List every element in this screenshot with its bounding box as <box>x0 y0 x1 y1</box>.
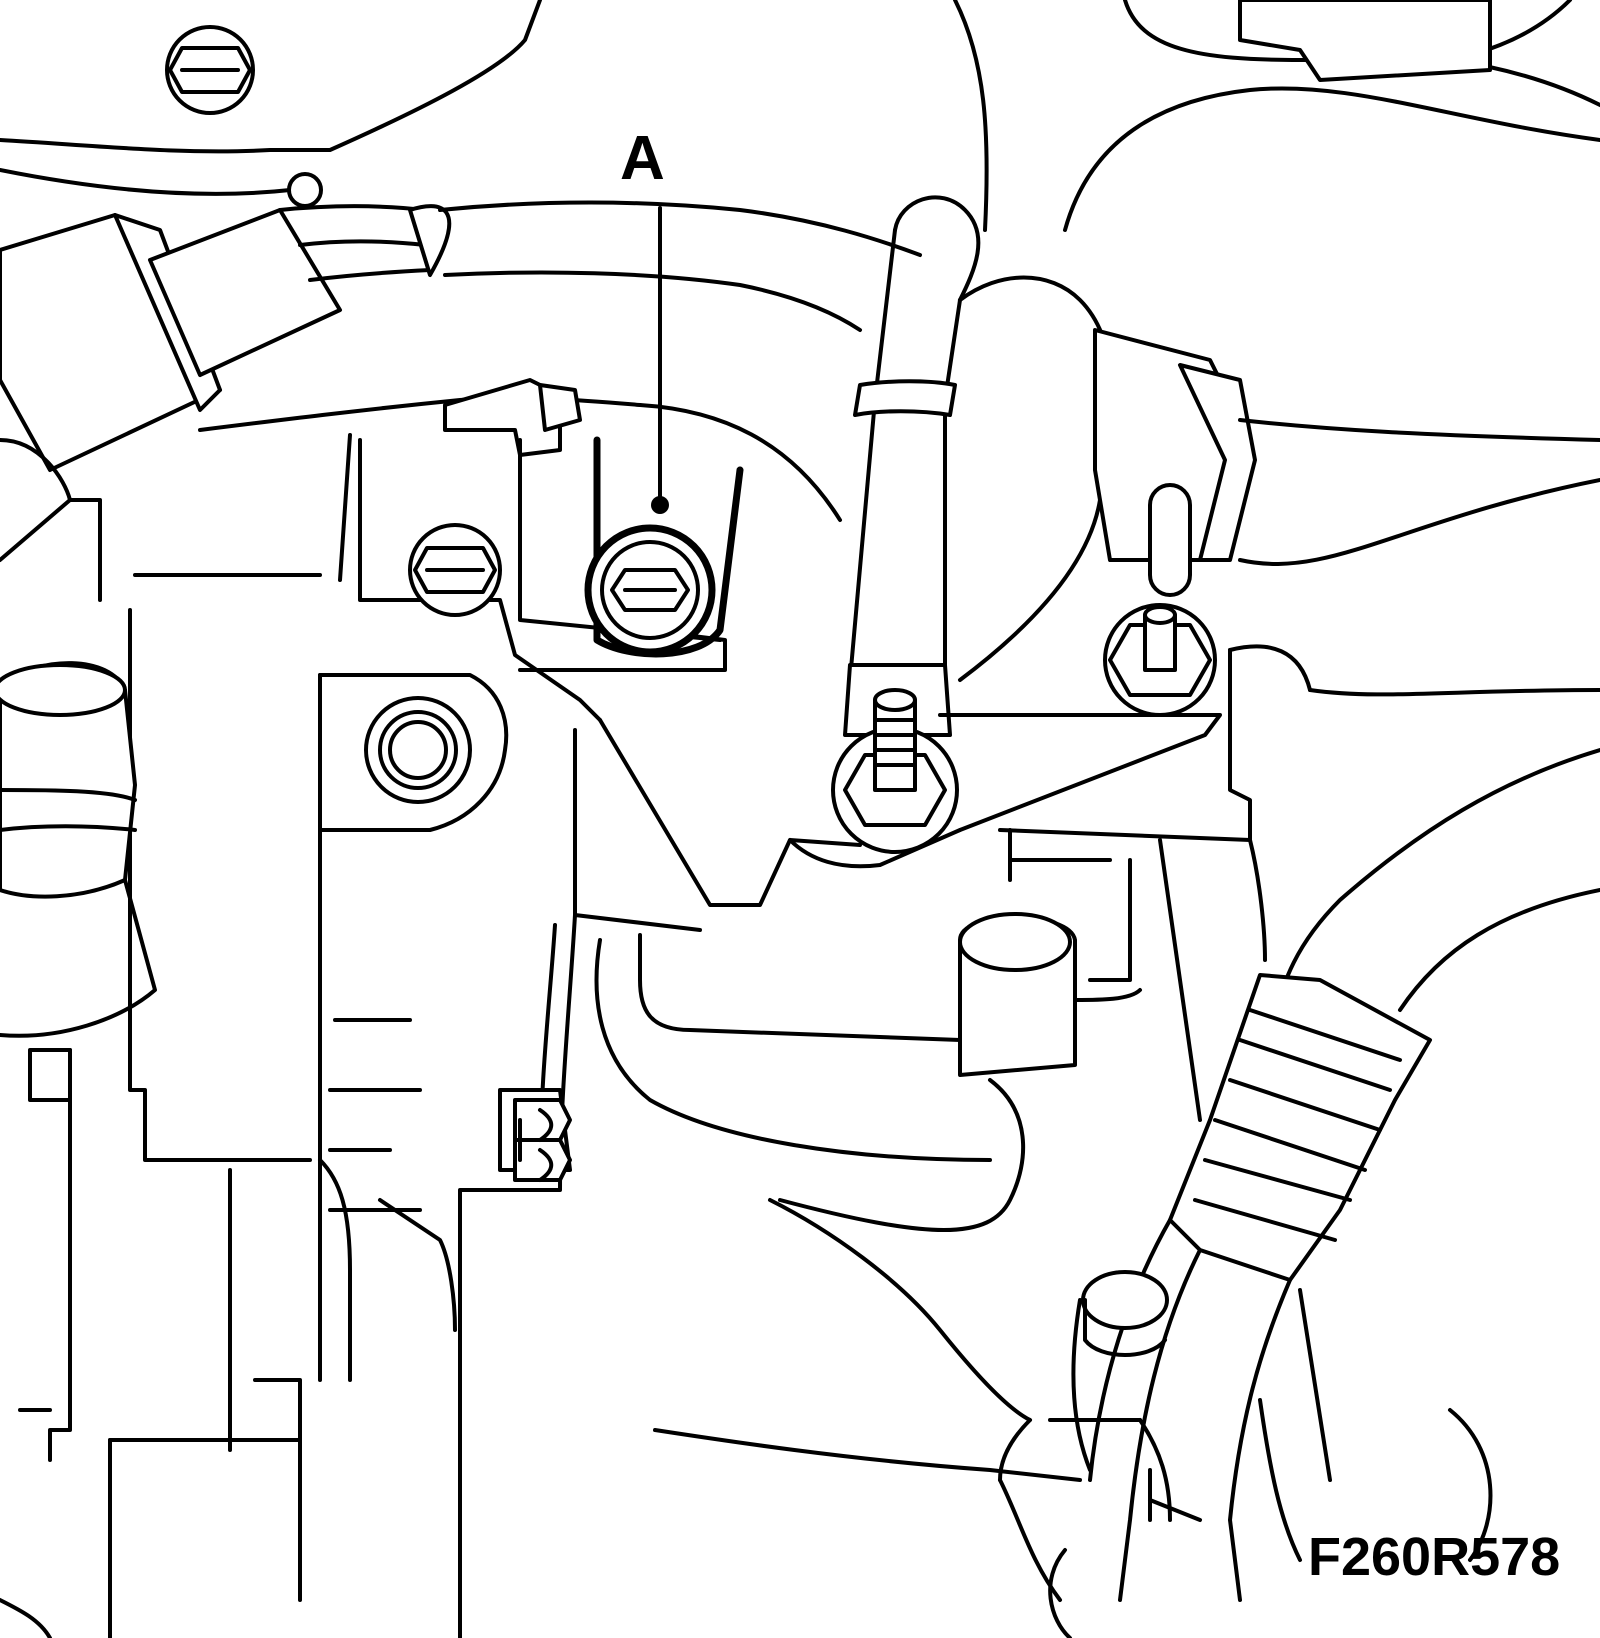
harness-tube <box>198 200 922 522</box>
threaded-hole <box>364 696 472 804</box>
frame-rail <box>998 644 1600 1122</box>
hose-clamp <box>1093 328 1600 597</box>
lower-right-contours <box>998 1418 1202 1522</box>
callout-a-leader <box>651 206 669 514</box>
lower-bolt <box>1081 1270 1169 1357</box>
center-frame-plate <box>108 433 457 1638</box>
engine-cover-outline <box>0 0 1600 232</box>
starter-cable <box>843 195 1116 737</box>
figure-code: F260R578 <box>1308 1527 1561 1587</box>
top-bolt <box>165 25 255 115</box>
wiring-connector <box>0 172 452 472</box>
cable-stud <box>831 688 959 854</box>
ribbed-hose-fitting <box>1088 973 1432 1602</box>
left-pulley <box>0 438 157 1638</box>
mounting-bracket <box>318 438 862 1638</box>
harness-clip <box>443 378 582 457</box>
pivot-boss <box>638 912 1142 1077</box>
side-nut <box>498 1088 572 1182</box>
bolt-a <box>584 436 744 658</box>
callout-label-a: A <box>620 124 665 193</box>
second-stud <box>1103 603 1217 717</box>
casing-lower <box>594 938 1493 1638</box>
cable-plate <box>788 713 1222 869</box>
bracket-bolt <box>408 523 502 617</box>
top-right-connector <box>1238 0 1492 82</box>
